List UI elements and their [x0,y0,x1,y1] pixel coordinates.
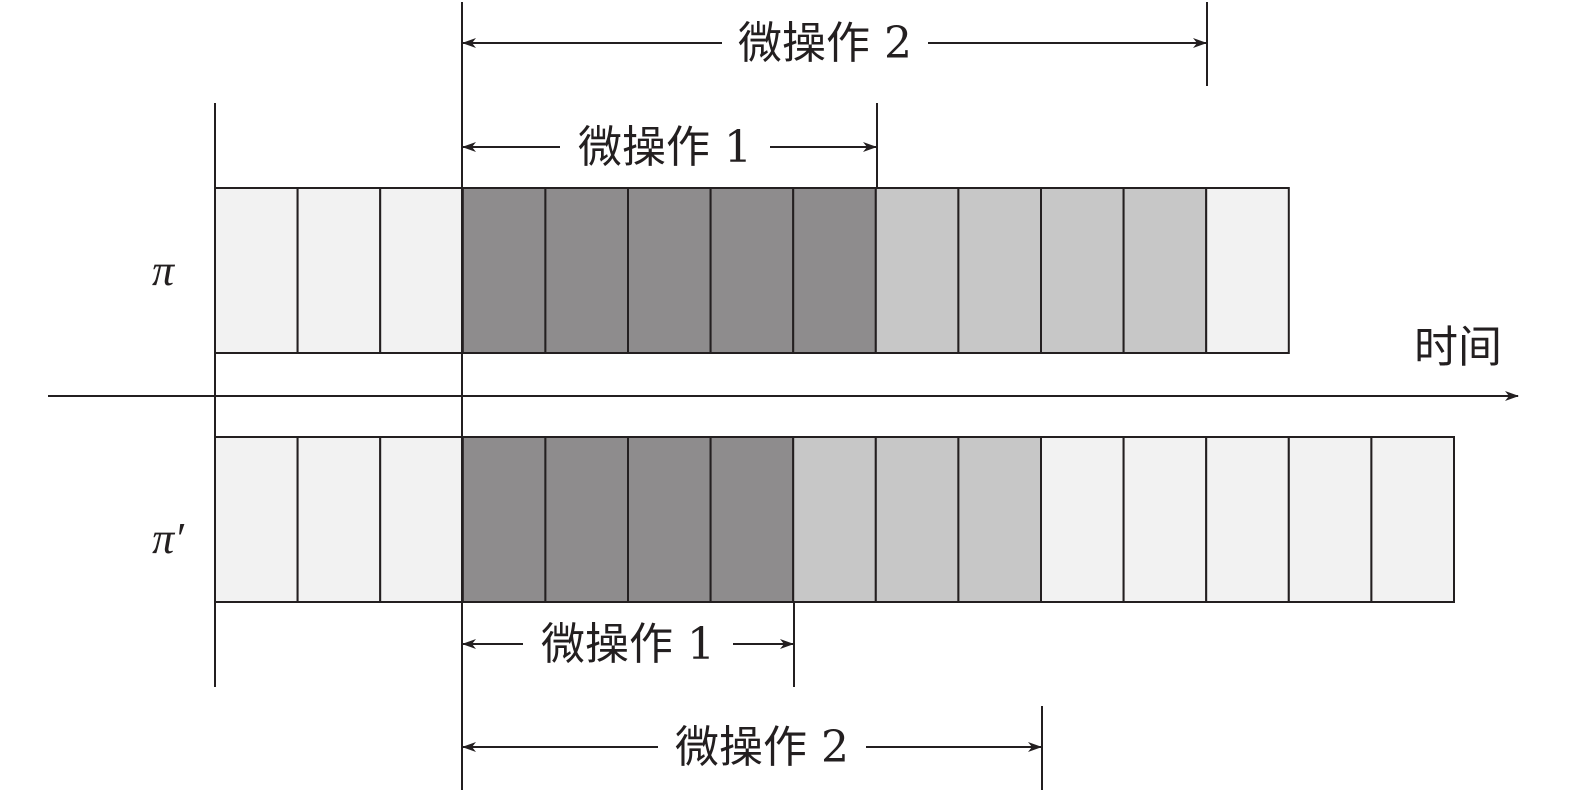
pi-cell-mid [874,187,960,354]
pi-prime-cell-dark [461,436,547,603]
row-pi-cells [214,187,1290,354]
bottom-op2-label: 微操作 2 [675,722,849,773]
pi-prime-cell-mid [874,436,960,603]
pi-cell-dark [709,187,795,354]
pi-cell-dark [544,187,630,354]
pi-cell-mid [1122,187,1208,354]
pi-cell-dark [627,187,712,354]
pi-prime-cell-light [296,436,382,603]
pi-cell-mid [957,187,1043,354]
bottom-op1-label: 微操作 1 [541,619,715,670]
pi-prime-cell-light [1040,436,1125,603]
row-label-pi: π [152,246,176,295]
pi-prime-cell-dark [709,436,795,603]
pi-prime-cell-light [379,436,464,603]
top-op2-label: 微操作 2 [738,18,912,69]
pi-prime-cell-light [1122,436,1208,603]
pi-cell-mid [1040,187,1125,354]
pi-prime-cell-mid [957,436,1043,603]
pi-cell-light [214,187,299,354]
pi-prime-cell-light [1287,436,1373,603]
row-pi-prime-cells [214,436,1456,603]
time-axis-label: 时间 [1414,322,1502,373]
pi-cell-light [379,187,464,354]
pi-cell-dark [461,187,547,354]
bottom-micro-op-2-span: 微操作 2 [462,722,1042,773]
pi-prime-cell-light [1370,436,1456,603]
bottom-micro-op-1-span: 微操作 1 [462,619,794,670]
pi-prime-cell-mid [792,436,877,603]
row-label-pi-prime: π′ [152,514,185,563]
pi-prime-cell-dark [544,436,630,603]
top-micro-op-1-span: 微操作 1 [462,122,877,173]
top-micro-op-2-span: 微操作 2 [462,18,1207,69]
top-op1-label: 微操作 1 [578,122,752,173]
pi-cell-light [1205,187,1290,354]
pi-prime-cell-dark [627,436,712,603]
pi-prime-cell-light [214,436,299,603]
pi-cell-light [296,187,382,354]
pi-cell-dark [792,187,877,354]
pi-prime-cell-light [1205,436,1290,603]
